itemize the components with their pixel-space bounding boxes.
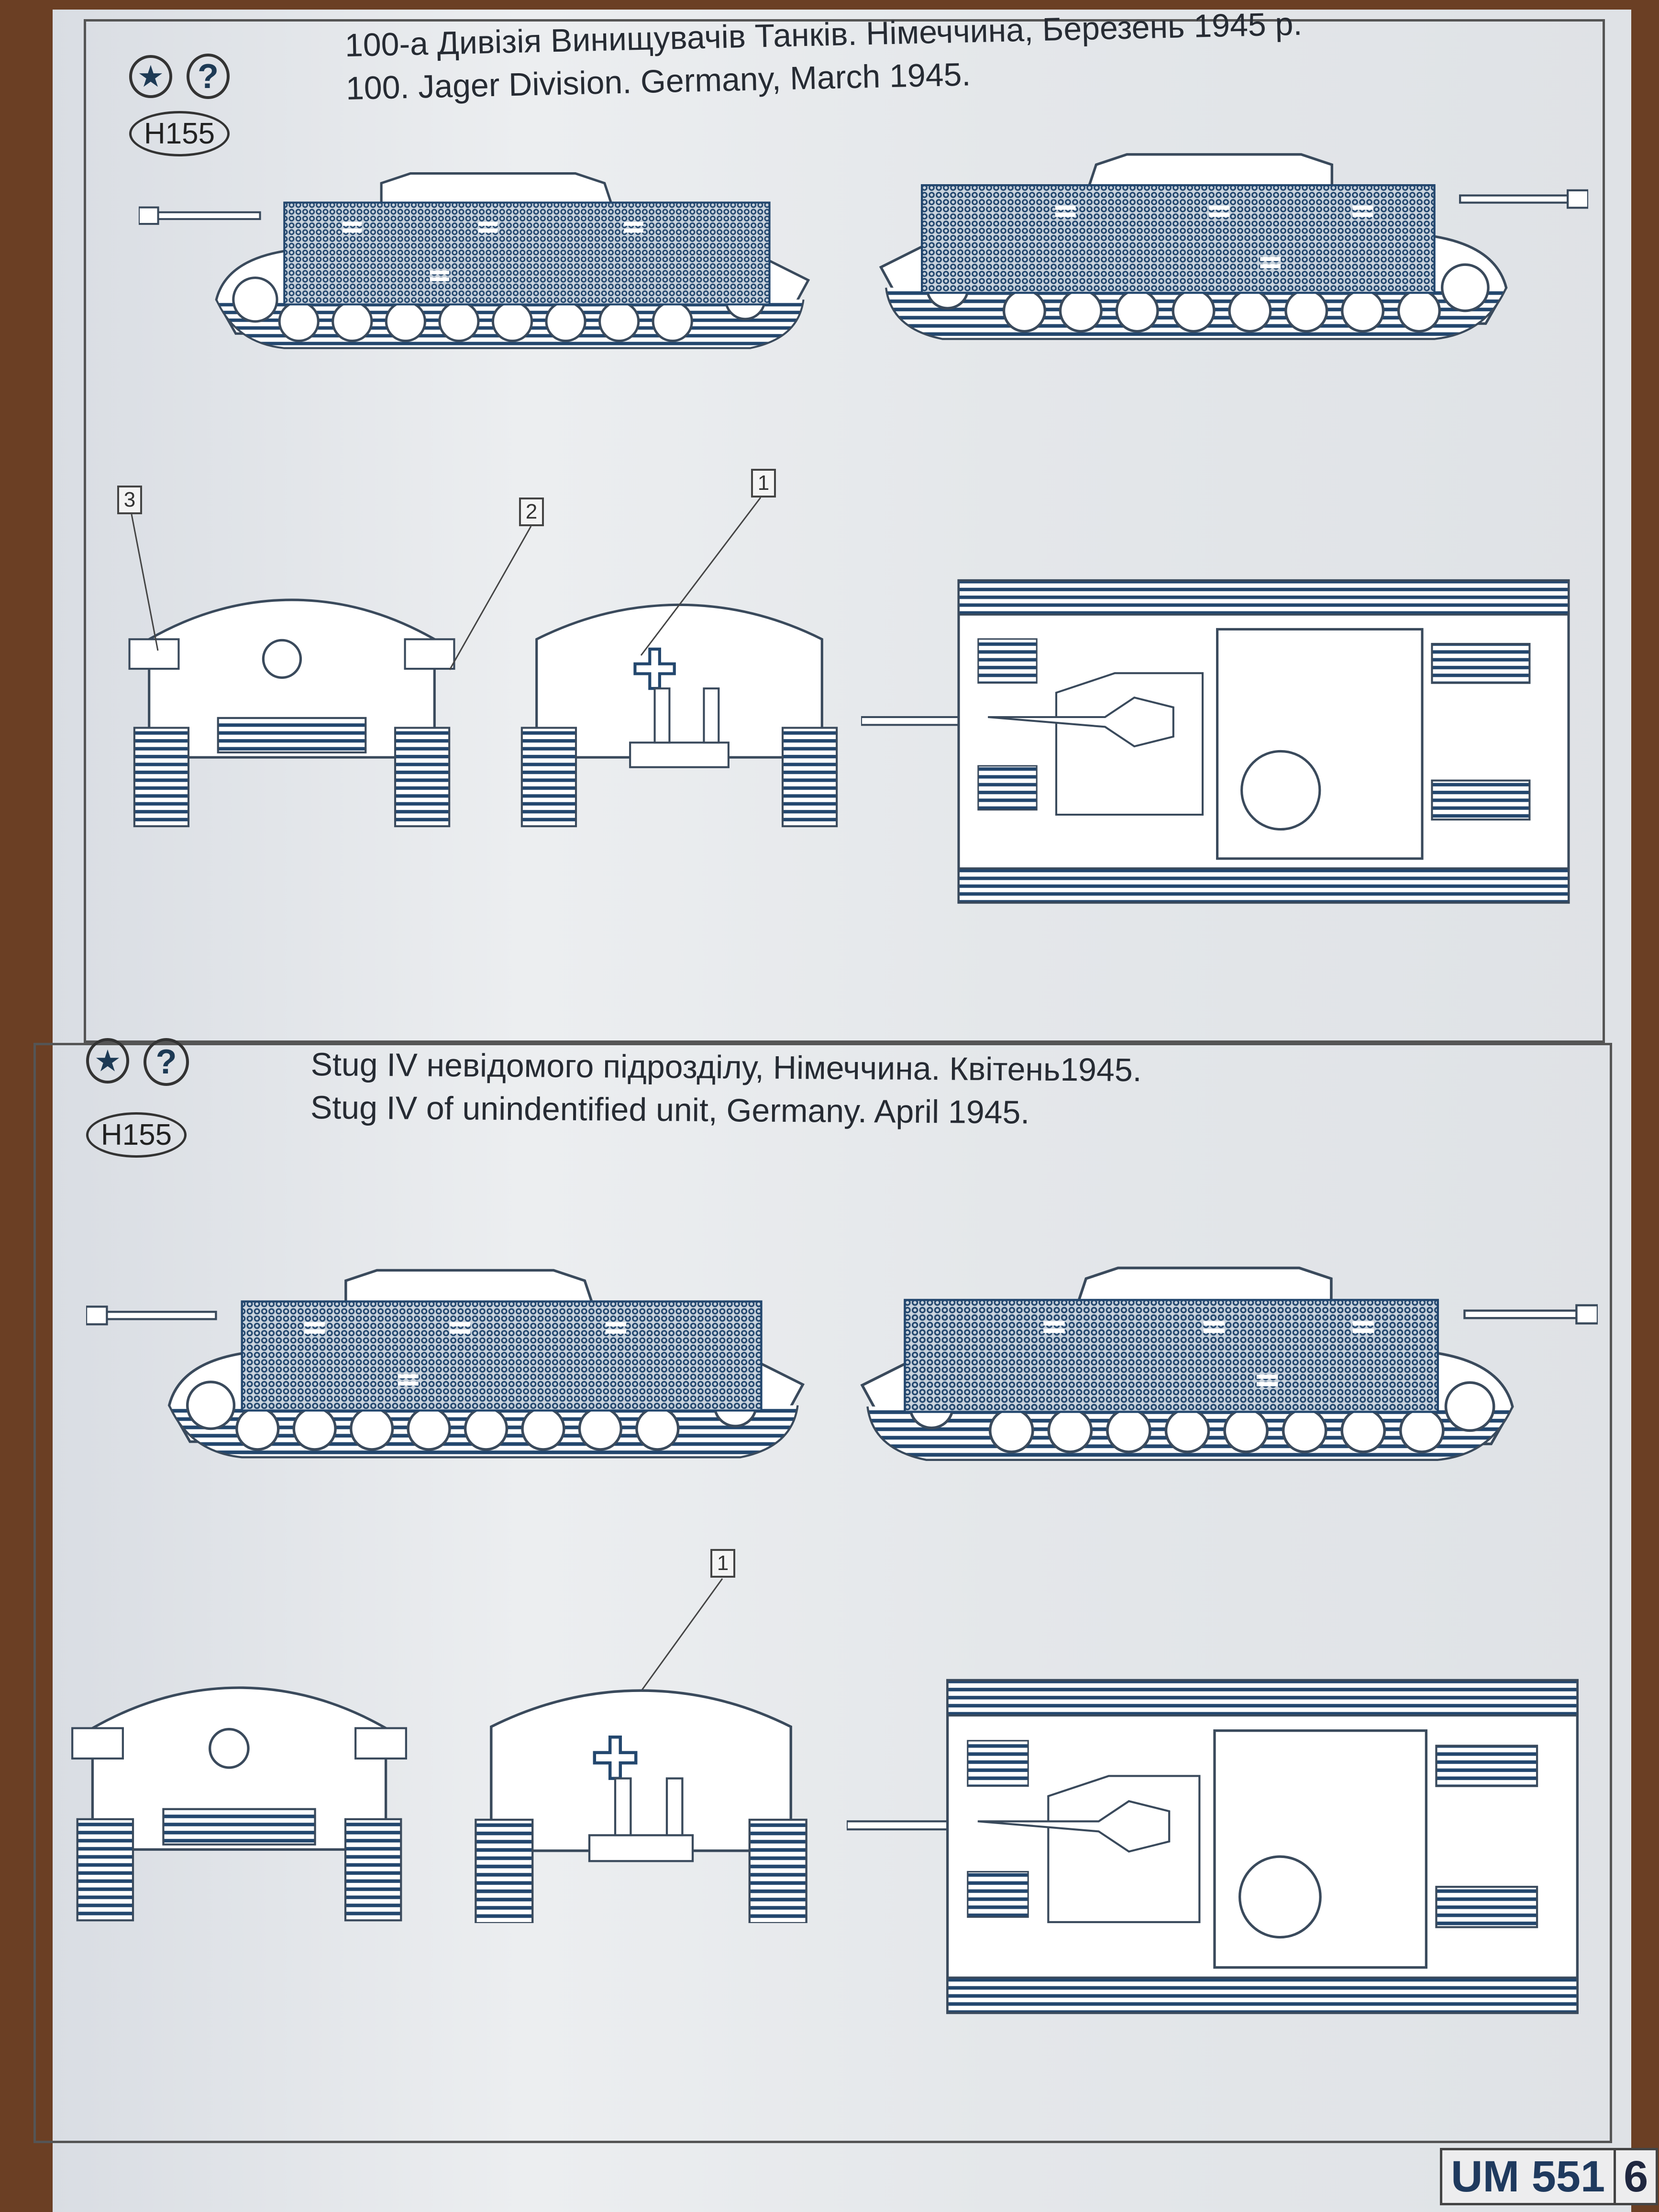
scheme-2-title-en: Stug IV of unindentified unit, Germany. …	[310, 1089, 1030, 1131]
tank-front-view	[62, 1665, 416, 1923]
question-icon: ?	[187, 54, 230, 99]
tank-rear-view	[459, 1665, 823, 1923]
page-footer: UM 551 6	[1440, 2148, 1659, 2205]
scheme-1-panel	[84, 19, 1605, 1043]
scheme-2-title-ua: Stug IV невідомого підрозділу, Німеччина…	[310, 1046, 1142, 1089]
tank-left-side-view	[86, 1234, 813, 1483]
callout-1: 1	[710, 1549, 735, 1578]
paint-code-h155: H155	[129, 111, 230, 156]
tank-right-side-view	[852, 1234, 1598, 1483]
scheme-2-panel	[33, 1043, 1612, 2143]
callout-2: 2	[519, 498, 544, 526]
callout-1: 1	[751, 469, 776, 498]
star-decal-icon: ★	[129, 55, 172, 98]
scheme-2-title: Stug IV невідомого підрозділу, Німеччина…	[310, 1043, 1142, 1135]
question-glyph: ?	[155, 1043, 177, 1081]
question-icon: ?	[144, 1038, 189, 1086]
tank-top-view	[847, 1665, 1603, 2028]
star-decal-icon: ★	[86, 1038, 129, 1084]
paint-code-h155: H155	[86, 1112, 187, 1158]
question-glyph: ?	[198, 57, 219, 96]
kit-code: UM 551	[1442, 2150, 1616, 2203]
callout-3: 3	[117, 486, 142, 514]
page-number: 6	[1624, 2152, 1648, 2201]
